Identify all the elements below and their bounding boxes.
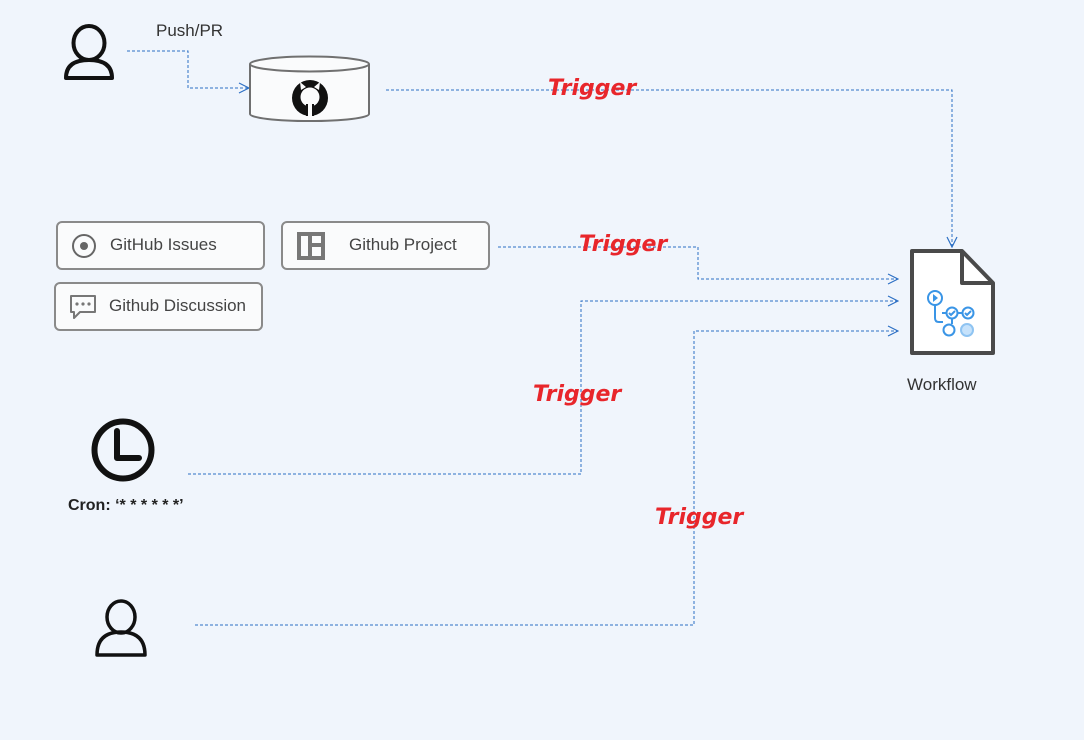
connector-repo-to-workflow [386,89,952,247]
trigger-label-project: Trigger [579,232,668,257]
github-discussion-label: Github Discussion [109,296,247,315]
user-icon [64,24,114,80]
github-issues-box: GitHub Issues [56,221,265,270]
github-project-label: Github Project [349,235,457,254]
trigger-label-cron: Trigger [533,382,622,407]
workflow-file-icon [910,249,995,355]
push-pr-label: Push/PR [156,21,224,40]
github-octocat-icon [292,80,328,116]
github-issues-label: GitHub Issues [110,235,217,254]
discussion-icon [70,295,96,319]
connector-user-to-repo [127,50,249,88]
workflow-label: Workflow [907,375,977,394]
trigger-label-repo: Trigger [548,76,637,101]
connector-cron-to-workflow [188,301,898,475]
project-board-icon [297,232,325,260]
github-project-box: Github Project [281,221,490,270]
cron-label: Cron: ‘* * * * * *’ [68,497,184,514]
connector-project-to-workflow [498,246,898,279]
connector-manual-to-workflow [195,331,898,626]
trigger-label-manual: Trigger [655,505,744,530]
clock-icon [91,418,155,482]
github-repo-icon [249,55,370,123]
issues-icon [72,234,96,258]
github-discussion-box: Github Discussion [54,282,263,331]
manual-user-icon [95,599,147,657]
